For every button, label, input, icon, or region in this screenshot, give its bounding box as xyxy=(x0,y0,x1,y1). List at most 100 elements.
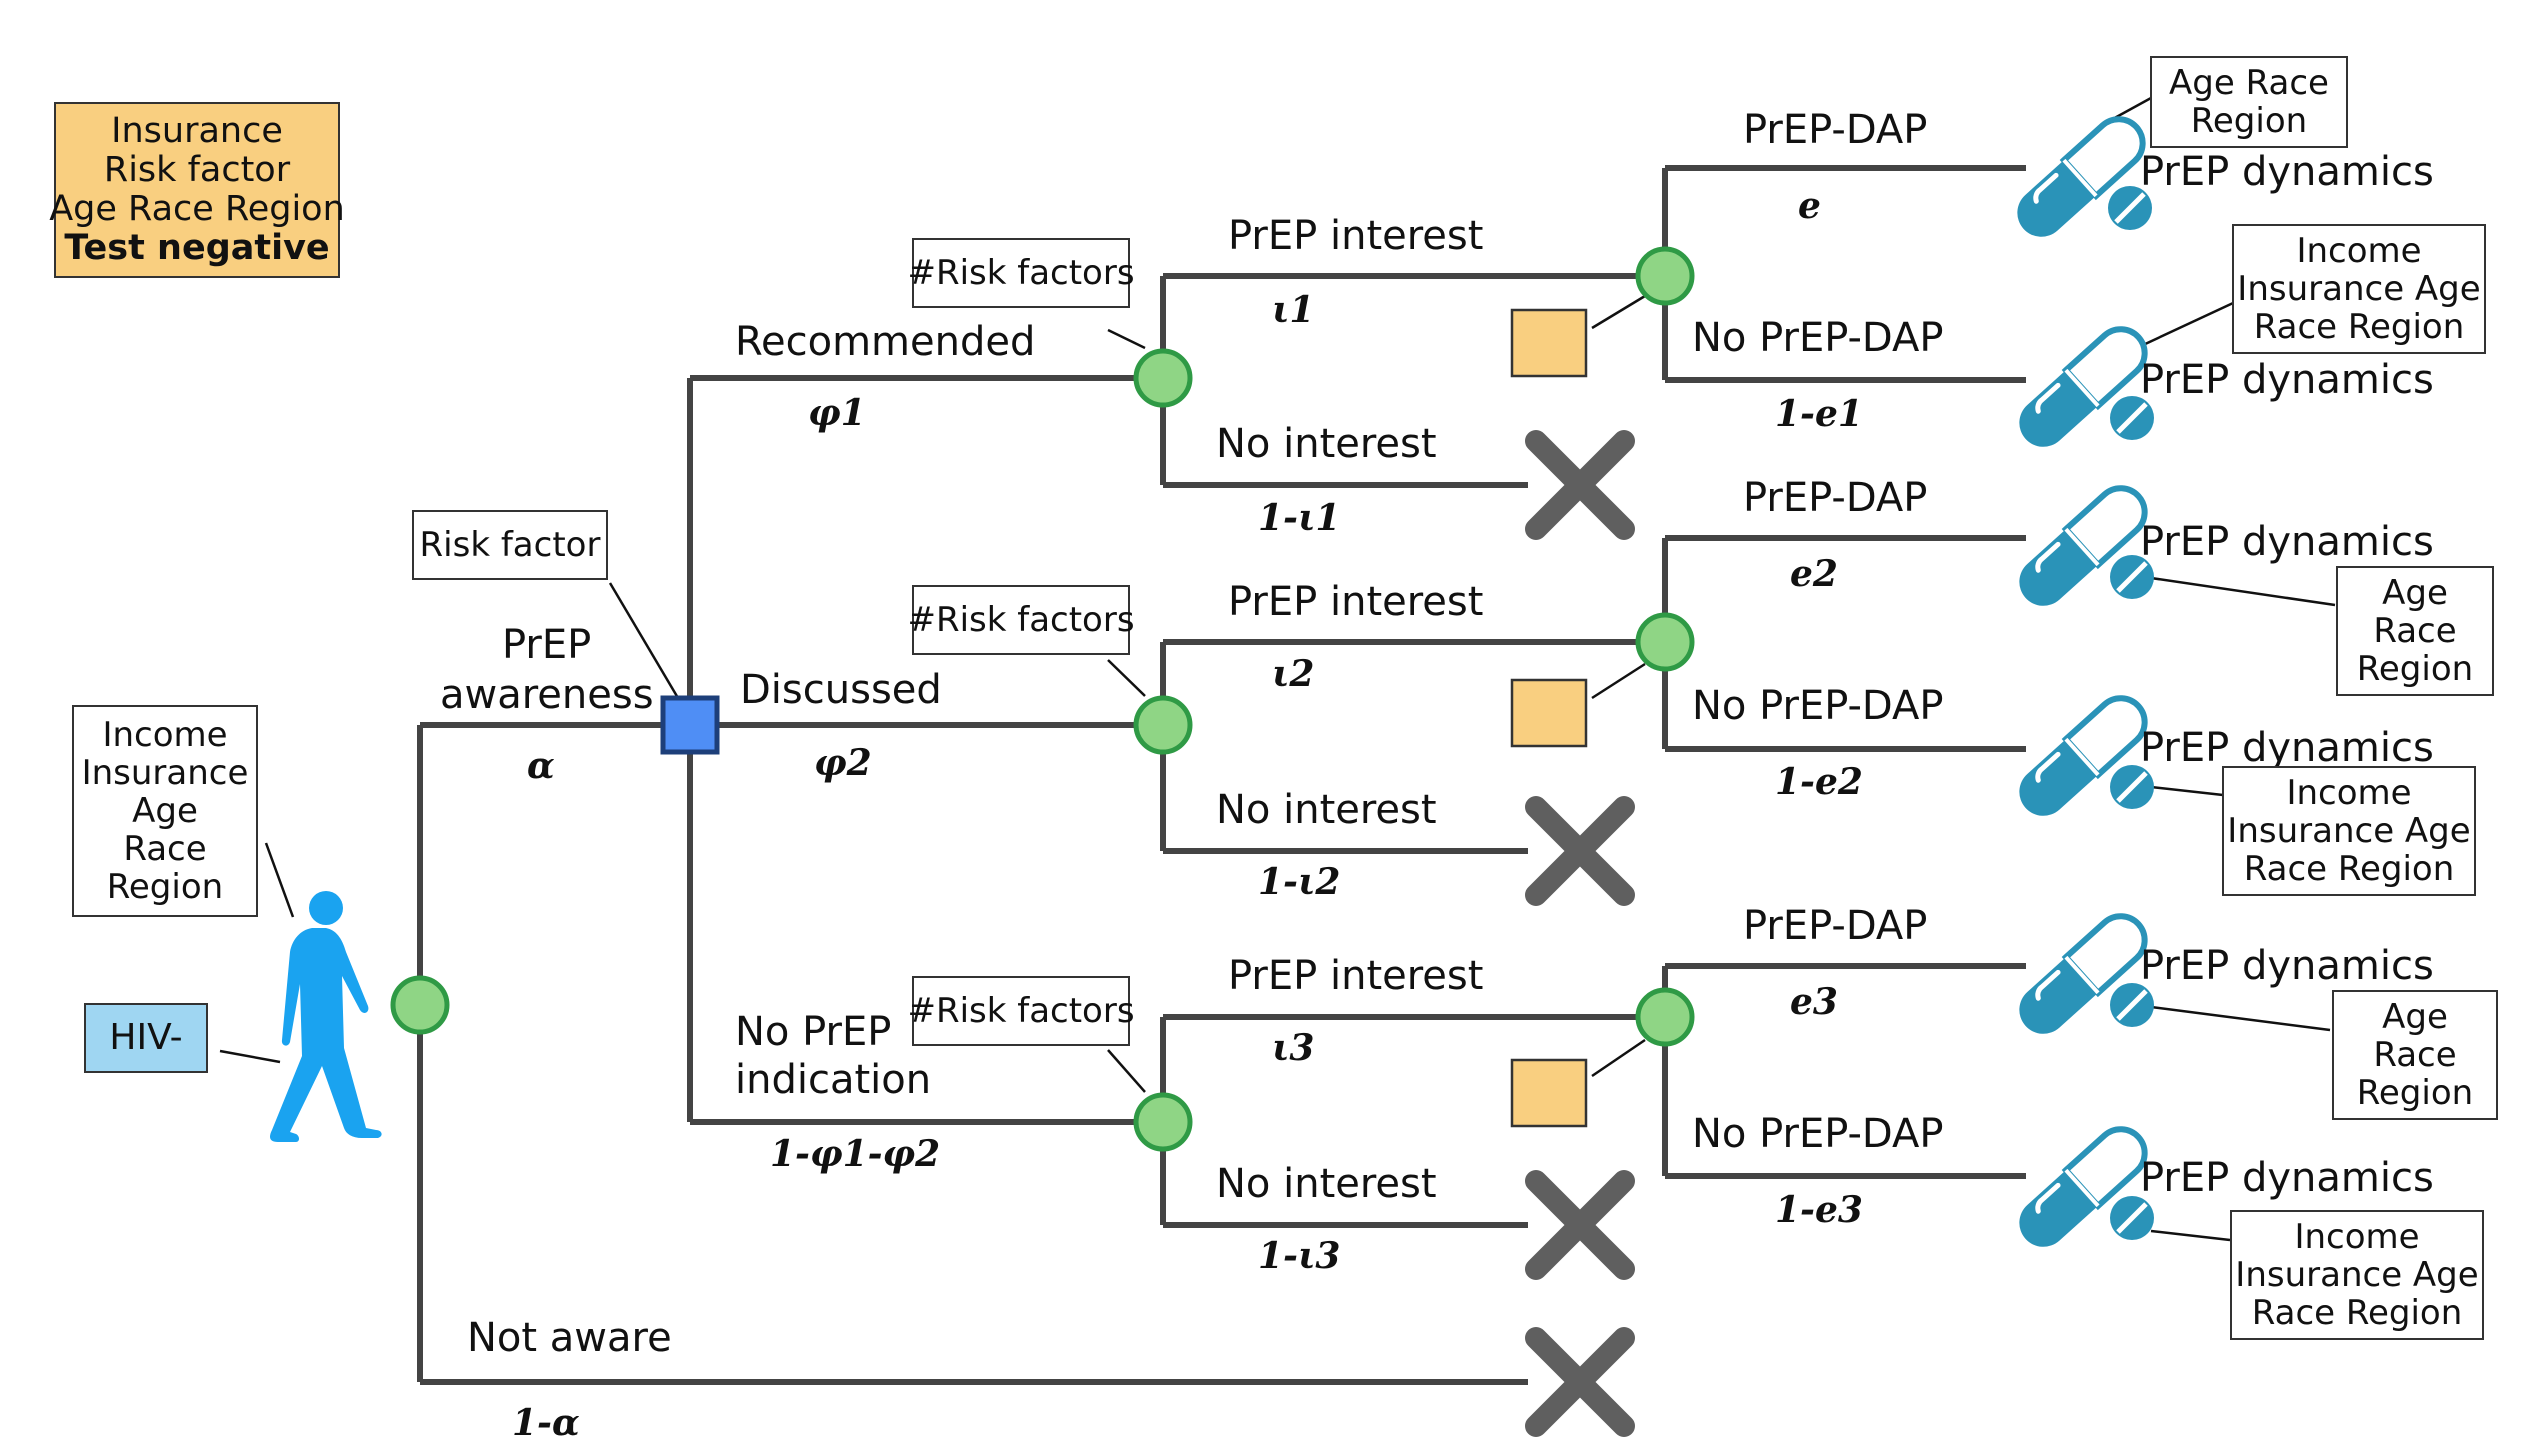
awareness-label-line1: PrEP xyxy=(502,622,592,668)
b2-nodap-attr-2: Insurance Age xyxy=(2227,810,2471,851)
b3-dap-prob: e3 xyxy=(1790,981,1838,1023)
hiv-leader xyxy=(219,1049,281,1064)
b2-state-square xyxy=(1510,678,1588,748)
b3-nodap-pill-icon xyxy=(2009,1119,2154,1256)
b1-interest-prob: ι1 xyxy=(1272,289,1315,331)
b2-square-leader xyxy=(1591,662,1646,700)
b1-nodap-attr-2: Insurance Age xyxy=(2237,268,2481,309)
b2-dap-label: PrEP-DAP xyxy=(1743,475,1928,521)
b1-nodap-attr-1: Income xyxy=(2296,230,2422,271)
b3-label-line2: indication xyxy=(735,1057,932,1103)
b3-no-dap-attrs-box: Income Insurance Age Race Region xyxy=(2230,1210,2484,1340)
b1-chance-node xyxy=(1133,348,1193,408)
start-attributes-box: Income Insurance Age Race Region xyxy=(72,705,258,917)
b2-dap-attr-leader xyxy=(2150,576,2336,607)
b3-interest-chance-node xyxy=(1635,987,1695,1047)
b2-interest-prob: ι2 xyxy=(1272,653,1315,695)
b2-no-dap-prob: 1-e2 xyxy=(1775,761,1863,803)
hiv-negative-box: HIV- xyxy=(84,1003,208,1073)
b1-dap-attrs-box: Age Race Region xyxy=(2150,56,2348,148)
b2-nodap-attr-leader xyxy=(2150,785,2224,797)
b3-dap-attr-leader xyxy=(2150,1005,2331,1032)
b2-dap-prob: e2 xyxy=(1790,553,1838,595)
b2-interest-label: PrEP interest xyxy=(1228,579,1484,625)
b1-nodap-attr-leader xyxy=(2127,295,2247,354)
b1-no-dap-prob: 1-e1 xyxy=(1775,393,1863,435)
b3-no-dap-label: No PrEP-DAP xyxy=(1692,1111,1944,1157)
b2-no-interest-prob: 1-ι2 xyxy=(1258,861,1341,903)
b1-risk-factors-box: #Risk factors xyxy=(907,238,1135,308)
not-aware-prob: 1-α xyxy=(512,1402,580,1444)
b1-dap-attr-2: Region xyxy=(2190,101,2308,141)
b1-risk-leader xyxy=(1107,328,1146,350)
risk-factor-label: Risk factor xyxy=(419,524,601,565)
b3-no-dap-outcome: PrEP dynamics xyxy=(2140,1155,2434,1201)
b1-no-dap-label: No PrEP-DAP xyxy=(1692,315,1944,361)
b3-dap-outcome: PrEP dynamics xyxy=(2140,943,2434,989)
b3-prob: 1-φ1-φ2 xyxy=(770,1133,941,1175)
b1-state-square xyxy=(1510,308,1588,378)
b2-dap-attrs-box: Age Race Region xyxy=(2336,566,2494,696)
b2-risk-factors-box: #Risk factors xyxy=(907,585,1135,655)
b3-risk-factors-box: #Risk factors xyxy=(907,976,1135,1046)
b2-risk-factors-label: #Risk factors xyxy=(907,599,1135,640)
b1-nodap-attr-3: Race Region xyxy=(2253,307,2465,348)
b3-dap-label: PrEP-DAP xyxy=(1743,903,1928,949)
legend-box: Insurance Risk factor Age Race Region Te… xyxy=(49,102,345,278)
b2-dap-attr-3: Region xyxy=(2356,649,2474,690)
b1-no-interest-prob: 1-ι1 xyxy=(1258,497,1341,539)
root-chance-node xyxy=(390,975,450,1035)
b2-dap-attr-2: Race xyxy=(2373,610,2457,651)
b1-interest-label: PrEP interest xyxy=(1228,213,1484,259)
awareness-label-line2: awareness xyxy=(440,672,654,718)
b3-label-line1: No PrEP xyxy=(735,1009,892,1055)
b2-no-dap-attrs-box: Income Insurance Age Race Region xyxy=(2222,766,2476,896)
b1-no-dap-outcome: PrEP dynamics xyxy=(2140,357,2434,403)
legend-line-demographics: Age Race Region xyxy=(49,189,345,229)
attr-income: Income xyxy=(102,714,228,755)
b3-nodap-attr-3: Race Region xyxy=(2251,1293,2463,1334)
b1-terminal-x-icon xyxy=(1536,441,1624,529)
b1-square-leader xyxy=(1591,294,1646,330)
hiv-status-label: HIV- xyxy=(109,1016,183,1058)
b3-no-interest-prob: 1-ι3 xyxy=(1258,1235,1341,1277)
b1-nodap-pill-icon xyxy=(2009,319,2154,456)
b3-dap-attr-1: Age xyxy=(2382,996,2448,1037)
b3-no-dap-prob: 1-e3 xyxy=(1775,1189,1863,1231)
b2-risk-leader xyxy=(1107,659,1146,697)
b2-terminal-x-icon xyxy=(1536,807,1624,895)
chance-nodes xyxy=(390,246,1695,1152)
attr-age: Age xyxy=(132,790,198,831)
b3-state-square xyxy=(1510,1058,1588,1128)
b2-chance-node xyxy=(1133,695,1193,755)
b3-chance-node xyxy=(1133,1092,1193,1152)
b1-no-dap-attrs-box: Income Insurance Age Race Region xyxy=(2232,224,2486,354)
legend-line-insurance: Insurance xyxy=(111,110,283,151)
b2-no-dap-label: No PrEP-DAP xyxy=(1692,683,1944,729)
b3-dap-attrs-box: Age Race Region xyxy=(2332,990,2498,1120)
b1-label: Recommended xyxy=(735,319,1036,365)
attr-race: Race xyxy=(123,829,207,870)
b1-prob: φ1 xyxy=(808,392,866,434)
walking-person-icon xyxy=(270,891,382,1142)
attr-region: Region xyxy=(106,867,224,908)
b2-label: Discussed xyxy=(740,667,942,713)
attr-insurance: Insurance xyxy=(81,752,249,793)
b1-dap-outcome: PrEP dynamics xyxy=(2140,149,2434,195)
legend-line-risk-factor: Risk factor xyxy=(103,149,291,190)
b2-nodap-pill-icon xyxy=(2009,688,2154,825)
b3-nodap-attr-2: Insurance Age xyxy=(2235,1254,2479,1295)
b2-nodap-attr-1: Income xyxy=(2286,772,2412,813)
b2-dap-pill-icon xyxy=(2009,478,2154,615)
orange-state-squares xyxy=(1510,308,1588,1128)
attrs-leader xyxy=(264,842,295,918)
not-aware-terminal-x-icon xyxy=(1536,1338,1624,1426)
b1-dap-prob: e xyxy=(1798,185,1821,227)
b3-no-interest-label: No interest xyxy=(1216,1161,1437,1207)
b3-nodap-attr-1: Income xyxy=(2294,1216,2420,1257)
b1-dap-pill-icon xyxy=(2007,109,2152,246)
b3-interest-label: PrEP interest xyxy=(1228,953,1484,999)
b3-interest-prob: ι3 xyxy=(1272,1027,1315,1069)
risk-factor-leader xyxy=(608,582,680,699)
